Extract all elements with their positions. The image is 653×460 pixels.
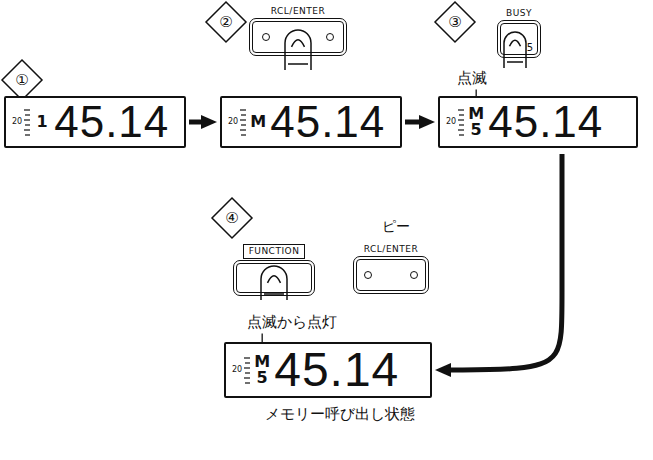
level-ticks (458, 107, 465, 137)
key-label: RCL/ENTER (364, 244, 419, 255)
key-cap (356, 259, 426, 291)
step-number: ① (15, 71, 28, 89)
finger (261, 266, 287, 300)
segment-indicator: M (254, 354, 270, 370)
level-scale-number: 20 (228, 118, 238, 126)
step-frame (206, 2, 246, 42)
finger (504, 32, 526, 68)
level-scale-number: 20 (232, 366, 242, 374)
key-cap (252, 21, 344, 53)
state-caption: メモリー呼び出し状態 (265, 405, 415, 424)
key-label: BUSY (506, 8, 532, 19)
level-scale-number: 20 (446, 118, 456, 126)
busy-key: BUSY 5 (500, 8, 538, 55)
frequency-readout: 45.14 (274, 346, 399, 394)
key-digit: 5 (527, 43, 533, 53)
note: 点滅 (457, 69, 487, 88)
segment-indicator: 5 (471, 122, 482, 138)
step-frame (212, 198, 252, 238)
function-key: FUNCTION (236, 244, 312, 293)
flow-arrow (451, 154, 562, 370)
flow-arrow (405, 120, 419, 125)
step-number: ③ (448, 13, 461, 31)
segment-indicator: M (250, 114, 266, 130)
lcd-display: 20 M45.14 (220, 96, 402, 148)
key-dot (364, 271, 372, 279)
key-label: RCL/ENTER (271, 6, 326, 17)
rcl-enter-key: RCL/ENTER (252, 6, 344, 53)
step-frame (2, 60, 42, 100)
frequency-readout: 45.14 (488, 100, 603, 144)
key-dot (262, 33, 270, 41)
segment-indicator: 1 (37, 114, 48, 130)
level-ticks (24, 107, 31, 137)
lcd-display: 20 1 45.14 (4, 96, 186, 148)
flow-arrow (189, 120, 201, 125)
segment-indicator: M (468, 106, 484, 122)
key-cap (236, 263, 312, 293)
key-dot (326, 33, 334, 41)
step-number: ② (219, 13, 232, 31)
key-dot (410, 271, 418, 279)
lcd-display: 20 M5 45.14 (224, 342, 432, 398)
rcl-enter-key: RCL/ENTER (356, 244, 426, 291)
lcd-display: 20 M5 45.14 (438, 96, 638, 148)
beep-note: ピー (382, 218, 410, 236)
segment-indicator: 5 (257, 370, 268, 386)
key-cap: 5 (500, 23, 538, 55)
step-number: ④ (225, 209, 238, 227)
key-label: FUNCTION (243, 244, 306, 259)
level-ticks (244, 355, 251, 385)
level-scale-number: 20 (12, 118, 22, 126)
frequency-readout: 45.14 (270, 100, 385, 144)
note: 点滅から点灯 (247, 313, 337, 332)
frequency-readout: 45.14 (54, 100, 169, 144)
step-frame (435, 2, 475, 42)
level-ticks (240, 107, 247, 137)
finger (285, 30, 311, 70)
